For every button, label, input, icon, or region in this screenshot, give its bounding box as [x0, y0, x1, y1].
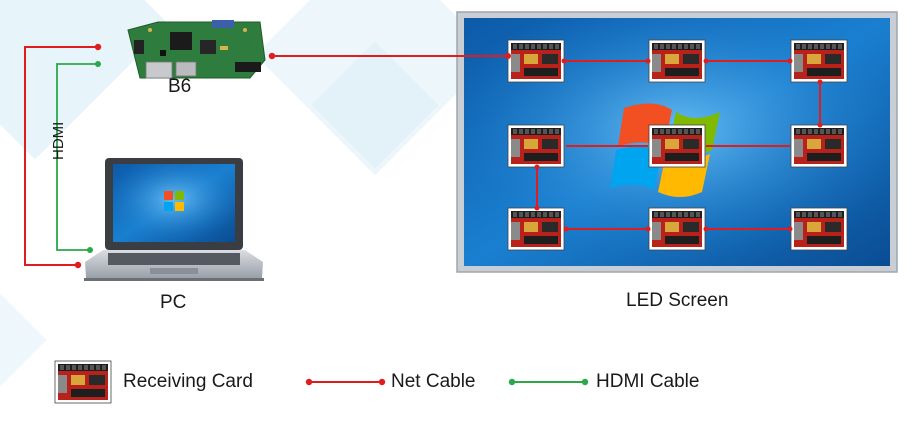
- legend-hdmi-cable-swatch: [508, 378, 589, 386]
- receiving-card-icon: [507, 124, 565, 168]
- receiving-card-icon: [790, 124, 848, 168]
- receiving-card-icon: [648, 39, 706, 83]
- receiving-card-icon: [790, 39, 848, 83]
- net-cable-b6-to-screen: [268, 52, 511, 60]
- receiving-card-icon: [790, 207, 848, 251]
- legend-receiving-card-label: Receiving Card: [123, 371, 253, 392]
- controller-board-icon: [127, 20, 266, 79]
- receiving-card-icon: [507, 207, 565, 251]
- legend-net-cable-swatch: [305, 378, 386, 386]
- hdmi-side-label: HDMI: [50, 121, 67, 160]
- legend-hdmi-cable-label: HDMI Cable: [596, 371, 700, 392]
- screen-label: LED Screen: [626, 290, 729, 311]
- receiving-card-grid: [507, 39, 848, 251]
- laptop-icon: [84, 158, 264, 281]
- net-cable-links: [536, 60, 821, 230]
- legend-net-cable-label: Net Cable: [391, 371, 476, 392]
- legend-receiving-card-icon: [54, 360, 112, 404]
- receiving-card-icon: [648, 124, 706, 168]
- legend: [54, 360, 589, 404]
- net-cable-link-dots: [534, 58, 823, 232]
- net-cable-pc-to-b6: [24, 43, 102, 269]
- hdmi-cable-pc-to-b6: [56, 61, 101, 253]
- pc-label: PC: [160, 292, 187, 313]
- receiving-card-icon: [507, 39, 565, 83]
- windows-logo-icon: [610, 103, 720, 197]
- controller-label: B6: [168, 76, 192, 97]
- receiving-card-icon: [648, 207, 706, 251]
